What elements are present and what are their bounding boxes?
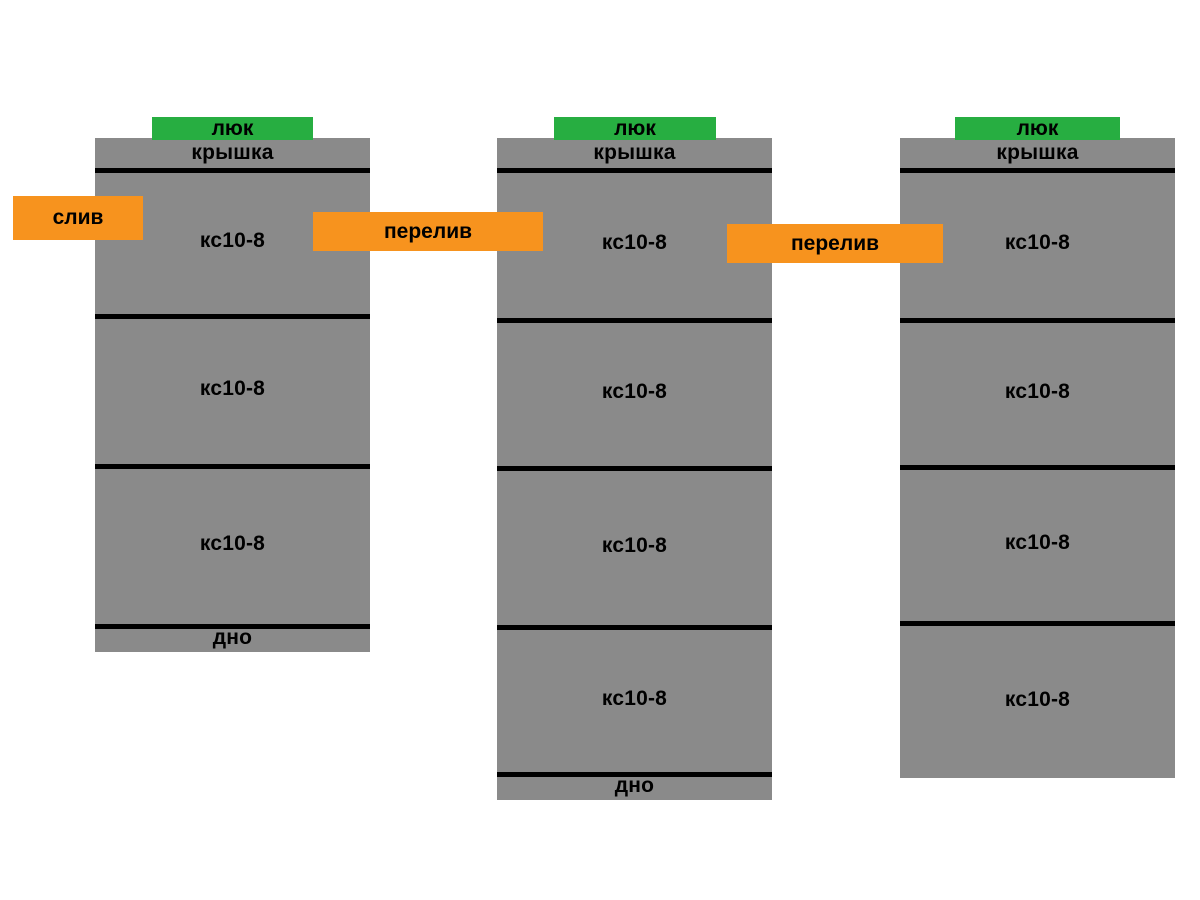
tank-2-divider-3	[497, 466, 772, 471]
tank-1-hatch: люк	[152, 117, 313, 140]
tank-1-divider-1	[95, 168, 370, 173]
tank-2-divider-1	[497, 168, 772, 173]
tank-3-divider-4	[900, 621, 1175, 626]
tank-3-ring-2-label: кс10-8	[1004, 379, 1071, 403]
tank-3-lid-label: крышка	[996, 141, 1079, 164]
tank-2-bottom-label: дно	[614, 774, 655, 797]
tank-3-divider-3	[900, 465, 1175, 470]
tank-1-divider-3	[95, 464, 370, 469]
tank-3-ring-3-label: кс10-8	[1004, 531, 1071, 554]
tank-3-divider-1	[900, 168, 1175, 173]
tank-1-lid-label: крышка	[191, 141, 274, 164]
tank-3-ring-1-label: кс10-8	[1004, 231, 1071, 254]
tank-2-ring-4-label: кс10-8	[601, 686, 668, 710]
tank-3-hatch: люк	[955, 117, 1120, 140]
tank-2-hatch: люк	[554, 117, 716, 140]
tank-2-ring-2-label: кс10-8	[601, 380, 668, 403]
tank-1-ring-1-label: кс10-8	[199, 229, 266, 252]
tank-2-divider-2	[497, 318, 772, 323]
tank-1-ring-2-label: кс10-8	[199, 377, 266, 400]
pipe-drain-label: слив	[13, 196, 143, 240]
pipe-overflow-2-label: перелив	[727, 224, 943, 263]
tank-2-ring-1-label: кс10-8	[601, 231, 668, 254]
pipe-overflow-1-label: перелив	[313, 212, 543, 251]
tank-2-ring-3-label: кс10-8	[601, 533, 668, 557]
tank-3: крышка кс10-8 кс10-8 кс10-8 кс10-8	[900, 138, 1175, 778]
tank-3-ring-4-label: кс10-8	[1004, 687, 1071, 711]
tank-1-bottom-label: дно	[212, 626, 253, 649]
tank-3-divider-2	[900, 318, 1175, 323]
tank-2-divider-5	[497, 772, 772, 777]
tank-1-ring-3-label: кс10-8	[199, 532, 266, 555]
tank-1-divider-2	[95, 314, 370, 319]
tank-2-divider-4	[497, 625, 772, 630]
tank-1-divider-4	[95, 624, 370, 629]
tank-2-lid-label: крышка	[593, 141, 676, 164]
